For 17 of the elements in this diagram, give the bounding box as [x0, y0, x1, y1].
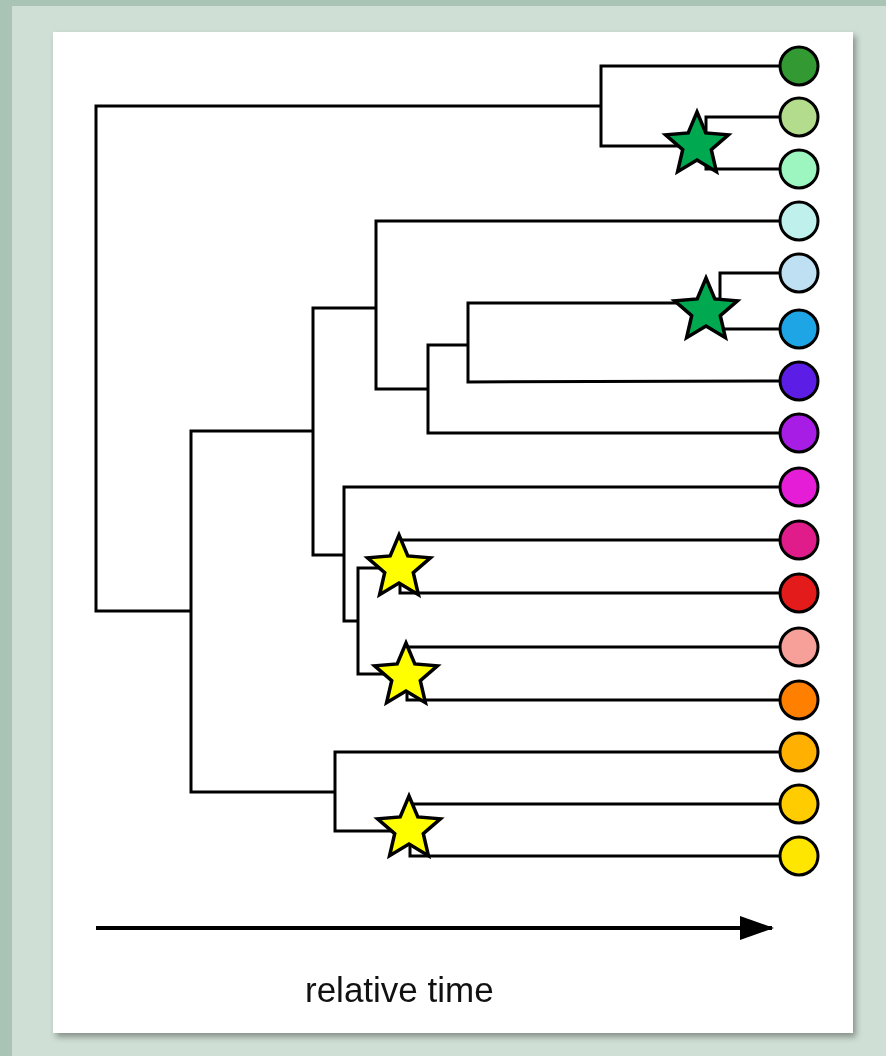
- leaf-circle: [778, 679, 820, 721]
- leaf-circle: [778, 360, 820, 402]
- leaf-circle: [778, 45, 820, 87]
- axis-label: relative time: [305, 970, 494, 1010]
- leaf-circle: [778, 783, 820, 825]
- leaf-circle: [778, 572, 820, 614]
- leaf-circle: [778, 96, 820, 138]
- leaf-circle: [778, 731, 820, 773]
- leaf-circle: [778, 519, 820, 561]
- leaf-circle: [778, 626, 820, 668]
- leaf-circle: [778, 148, 820, 190]
- leaf-circle: [778, 308, 820, 350]
- leaf-circle: [778, 200, 820, 242]
- leaf-circle: [778, 466, 820, 508]
- leaf-circle: [778, 252, 820, 294]
- leaf-circle: [778, 412, 820, 454]
- leaf-circle: [778, 835, 820, 877]
